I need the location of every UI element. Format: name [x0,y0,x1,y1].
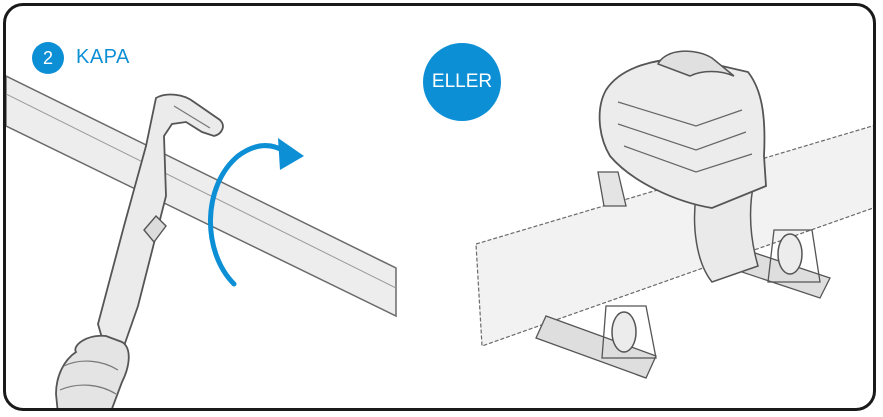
rotate-arrow-icon [208,138,304,287]
pipe-left [6,75,397,318]
instruction-illustration [6,50,873,408]
alternative-badge: ELLER [423,43,501,121]
step-number-badge: 2 [32,42,64,74]
right-illustration [475,50,873,379]
step-title: KAPA [76,46,130,68]
pipe-right [475,125,873,347]
roller-stand-front [535,305,657,379]
left-illustration [6,75,397,408]
instruction-panel: 2 KAPA ELLER [3,3,876,411]
pipe-cutter-machine [597,50,767,283]
pipe-cutter-tool [55,93,224,408]
